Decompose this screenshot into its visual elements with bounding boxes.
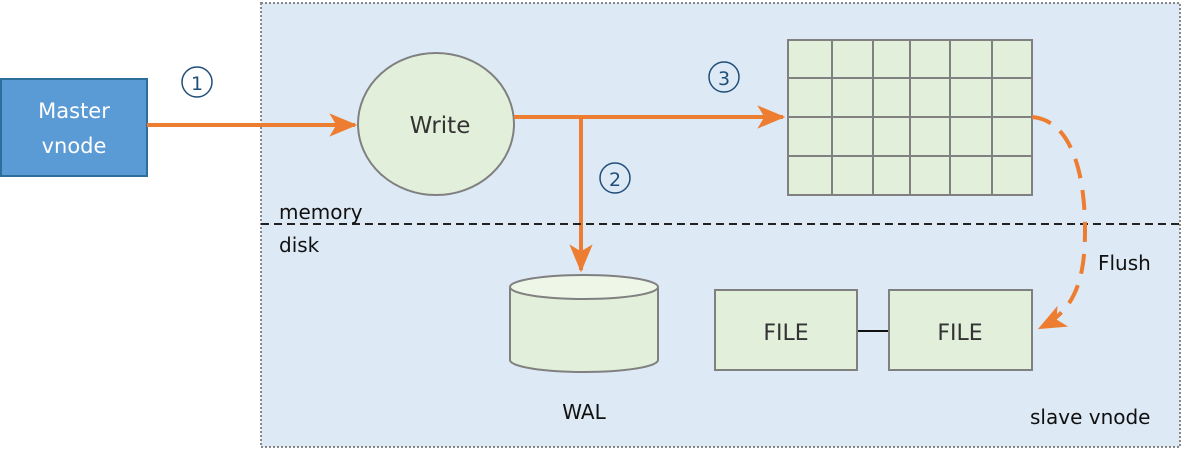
file-box-1-outline — [714, 289, 858, 371]
step-3-badge: 3 — [708, 61, 740, 93]
file-box-1: FILE — [714, 289, 858, 371]
file-box-1-label: FILE — [763, 321, 808, 346]
step-1-circle — [181, 66, 213, 98]
file-box-2-outline — [888, 289, 1033, 371]
wal-cylinder-top — [509, 274, 659, 300]
flush-label: Flush — [1098, 251, 1151, 275]
wal-cylinder — [509, 274, 659, 373]
file-box-2-label: FILE — [937, 321, 982, 346]
master-label-line2: vnode — [42, 134, 107, 158]
master-label-line1: Master — [38, 99, 110, 123]
master-vnode-box: Master vnode — [0, 78, 148, 177]
step-2-circle — [599, 162, 631, 194]
step-3-circle — [708, 61, 740, 93]
step-2-badge: 2 — [599, 162, 631, 194]
write-ellipse — [357, 52, 515, 196]
memtable-grid — [787, 39, 1033, 196]
step-1-label: 1 — [191, 73, 203, 95]
memory-label: memory — [279, 200, 363, 224]
step-3-label: 3 — [718, 68, 730, 90]
write-label: Write — [410, 113, 471, 139]
file-box-2: FILE — [888, 289, 1033, 371]
write-node: Write — [357, 52, 515, 196]
disk-label: disk — [279, 233, 320, 257]
wal-label: WAL — [562, 400, 606, 424]
step-2-label: 2 — [609, 169, 621, 191]
step-1-badge: 1 — [181, 66, 213, 98]
slave-vnode-label: slave vnode — [1030, 405, 1150, 429]
flush-arrow — [1031, 115, 1088, 330]
wal-cylinder-body — [509, 287, 659, 373]
